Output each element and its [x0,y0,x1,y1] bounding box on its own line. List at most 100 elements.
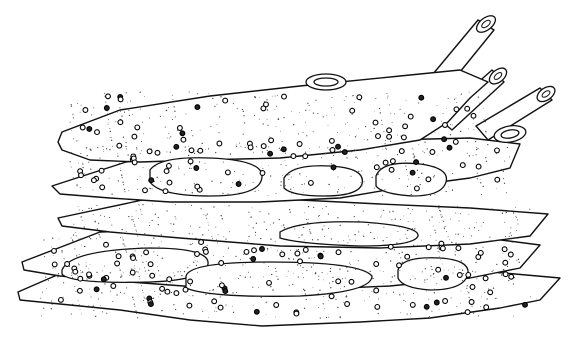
stipple-dot [326,206,327,207]
stipple-dot [427,148,428,149]
ribosome [495,177,500,182]
stipple-dot [407,314,408,315]
stipple-dot [121,116,122,117]
stipple-dot [515,207,516,208]
stipple-dot [266,99,267,100]
stipple-dot [120,111,121,112]
stipple-dot [477,178,478,179]
stipple-dot [194,257,195,258]
stipple-dot [288,258,289,259]
ribosome [218,305,223,310]
stipple-dot [454,267,455,268]
stipple-dot [72,114,73,115]
ribosome [195,252,200,257]
ribosome [269,138,274,143]
stipple-dot [303,277,304,278]
stipple-dot [142,204,143,205]
stipple-dot [276,126,277,127]
ribosome [336,250,341,255]
ribosome [73,269,78,274]
stipple-dot [346,296,347,297]
stipple-dot [201,208,202,209]
stipple-dot [133,299,134,300]
stipple-dot [406,169,407,170]
ribosome [223,289,228,294]
stipple-dot [399,253,400,254]
stipple-dot [289,285,290,286]
stipple-dot [239,180,240,181]
ribosome [503,272,508,277]
stipple-dot [278,118,279,119]
stipple-dot [501,274,502,275]
stipple-dot [444,228,445,229]
ribosome [268,151,273,156]
ribosome [342,150,347,155]
stipple-dot [410,213,411,214]
stipple-dot [41,273,42,274]
stipple-dot [148,235,149,236]
stipple-dot [289,209,290,210]
stipple-dot [137,189,138,190]
stipple-dot [412,148,413,149]
stipple-dot [375,147,376,148]
stipple-dot [405,301,406,302]
stipple-dot [313,112,314,113]
stipple-dot [174,275,175,276]
stipple-dot [266,229,267,230]
stipple-dot [457,206,458,207]
ribosome [83,108,88,113]
stipple-dot [411,194,412,195]
ribosome [375,305,380,310]
stipple-dot [349,262,350,263]
stipple-dot [268,195,269,196]
stipple-dot [382,285,383,286]
stipple-dot [253,152,254,153]
ribosome [476,164,481,169]
stipple-dot [266,302,267,303]
stipple-dot [166,283,167,284]
stipple-dot [403,243,404,244]
stipple-dot [415,254,416,255]
stipple-dot [480,306,481,307]
stipple-dot [126,92,127,93]
stipple-dot [138,218,139,219]
stipple-dot [173,99,174,100]
stipple-dot [280,131,281,132]
stipple-dot [483,108,484,109]
stipple-dot [263,276,264,277]
stipple-dot [373,278,374,279]
ribosome [59,298,64,303]
ribosome [78,276,83,281]
ribosome [330,148,335,153]
stipple-dot [53,255,54,256]
stipple-dot [161,310,162,311]
stipple-dot [493,270,494,271]
stipple-dot [197,272,198,273]
stipple-dot [509,233,510,234]
stipple-dot [324,308,325,309]
stipple-dot [297,264,298,265]
stipple-dot [413,221,414,222]
stipple-dot [220,296,221,297]
stipple-dot [225,238,226,239]
stipple-dot [109,217,110,218]
stipple-dot [142,122,143,123]
stipple-dot [253,182,254,183]
stipple-dot [386,93,387,94]
ribosome [509,274,514,279]
stipple-dot [192,243,193,244]
ribosome [194,166,199,171]
stipple-dot [407,230,408,231]
stipple-dot [444,270,445,271]
stipple-dot [451,297,452,298]
stipple-dot [140,176,141,177]
stipple-dot [392,211,393,212]
stipple-dot [278,119,279,120]
stipple-dot [298,249,299,250]
stipple-dot [366,272,367,273]
stipple-dot [80,238,81,239]
stipple-dot [485,131,486,132]
stipple-dot [438,251,439,252]
stipple-dot [431,311,432,312]
stipple-dot [51,308,52,309]
